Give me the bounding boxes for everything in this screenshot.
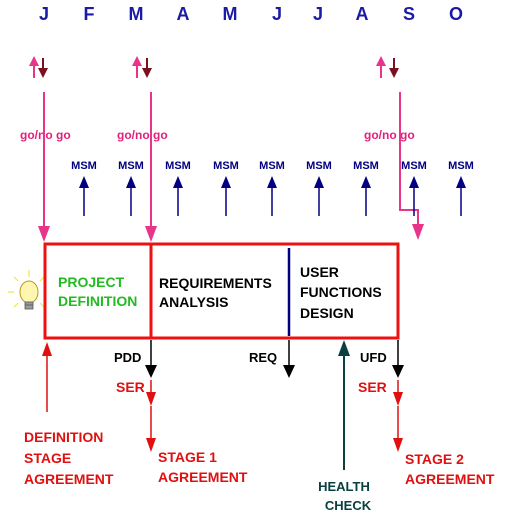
- phase-box: PROJECT DEFINITION REQUIREMENTS ANALYSIS…: [43, 242, 400, 340]
- month-label: J: [272, 4, 282, 24]
- msm-marker: MSM: [306, 160, 332, 216]
- phase-title-line: FUNCTIONS: [300, 284, 382, 300]
- msm-marker: MSM: [71, 160, 97, 216]
- msm-label: MSM: [401, 160, 427, 172]
- phase-title-line: DESIGN: [300, 305, 354, 321]
- msm-marker: MSM: [259, 160, 285, 216]
- definition-arrow: [42, 342, 52, 412]
- phase-requirements-analysis: REQUIREMENTS ANALYSIS: [159, 275, 272, 310]
- ser-label: SER: [358, 379, 387, 395]
- msm-label: MSM: [353, 160, 379, 172]
- phase-title-line: DEFINITION: [58, 293, 137, 309]
- month-row: J F M A M J J A S O: [39, 4, 463, 24]
- stage2-agreement: STAGE 2 AGREEMENT: [405, 451, 495, 487]
- phase-title-line: ANALYSIS: [159, 294, 229, 310]
- msm-label: MSM: [118, 160, 144, 172]
- msm-label: MSM: [448, 160, 474, 172]
- gate-line-definition: [38, 92, 50, 242]
- deliverable-req: REQ: [249, 350, 277, 365]
- gate-line-design: [399, 92, 424, 240]
- agreement-line: DEFINITION: [24, 429, 103, 445]
- health-check-label: HEALTH CHECK: [318, 479, 372, 513]
- msm-label: MSM: [165, 160, 191, 172]
- stage2-arrow: [393, 380, 403, 452]
- stage1-agreement: STAGE 1 AGREEMENT: [158, 449, 248, 485]
- phase-project-definition: PROJECT DEFINITION: [58, 274, 137, 309]
- month-label: A: [356, 4, 369, 24]
- stage1-arrow: [146, 380, 156, 452]
- deliverable-arrow: [392, 340, 404, 378]
- msm-label: MSM: [306, 160, 332, 172]
- deliverable-arrow: [145, 340, 157, 378]
- deliverable-pdd: PDD: [114, 350, 141, 365]
- month-label: J: [313, 4, 323, 24]
- health-check-line: CHECK: [325, 498, 372, 513]
- agreement-line: STAGE 1: [158, 449, 217, 465]
- gate-arrow-pair: [376, 56, 399, 78]
- month-label: M: [223, 4, 238, 24]
- month-label: J: [39, 4, 49, 24]
- phase-title-line: USER: [300, 264, 339, 280]
- agreement-line: AGREEMENT: [158, 469, 248, 485]
- month-label: A: [177, 4, 190, 24]
- msm-marker: MSM: [448, 160, 474, 216]
- go-no-go-label: go/no go: [364, 128, 415, 142]
- deliverable-arrow: [283, 340, 295, 378]
- gate-line-requirements: [145, 92, 157, 242]
- agreement-line: AGREEMENT: [405, 471, 495, 487]
- lightbulb-icon: [8, 270, 50, 310]
- ser-label: SER: [116, 379, 145, 395]
- definition-stage-agreement: DEFINITION STAGE AGREEMENT: [24, 429, 114, 487]
- go-no-go-label: go/no go: [117, 128, 168, 142]
- gate-arrow-pair: [132, 56, 152, 78]
- month-label: O: [449, 4, 463, 24]
- gate-arrow-pair: [29, 56, 48, 78]
- msm-marker: MSM: [165, 160, 191, 216]
- health-check-arrow: [338, 340, 350, 470]
- go-no-go-label: go/no go: [20, 128, 71, 142]
- phase-title-line: PROJECT: [58, 274, 125, 290]
- msm-label: MSM: [213, 160, 239, 172]
- agreement-line: STAGE: [24, 450, 71, 466]
- msm-marker: MSM: [213, 160, 239, 216]
- deliverable-ufd: UFD: [360, 350, 387, 365]
- health-check-line: HEALTH: [318, 479, 370, 494]
- phase-title-line: REQUIREMENTS: [159, 275, 272, 291]
- month-label: M: [129, 4, 144, 24]
- month-label: F: [84, 4, 95, 24]
- month-label: S: [403, 4, 415, 24]
- msm-marker: MSM: [401, 160, 427, 216]
- msm-label: MSM: [259, 160, 285, 172]
- msm-marker: MSM: [118, 160, 144, 216]
- phase-user-functions-design: USER FUNCTIONS DESIGN: [300, 264, 382, 321]
- msm-markers: MSM MSM MSM MSM MSM MSM: [71, 160, 474, 216]
- agreement-line: STAGE 2: [405, 451, 464, 467]
- agreement-line: AGREEMENT: [24, 471, 114, 487]
- msm-marker: MSM: [353, 160, 379, 216]
- msm-label: MSM: [71, 160, 97, 172]
